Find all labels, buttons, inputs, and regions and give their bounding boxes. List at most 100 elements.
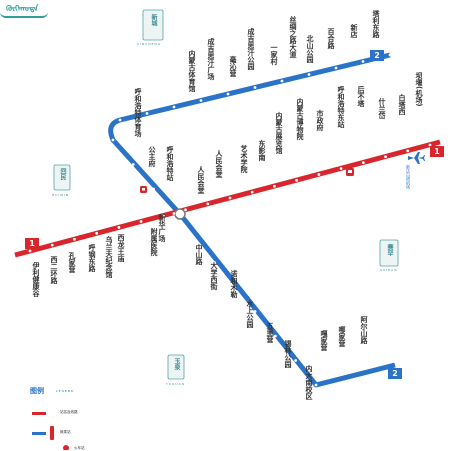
- tick-line2-a-3: [307, 73, 311, 76]
- station-line1-9: 艺术学院: [240, 145, 248, 173]
- district-label-yuquan: 玉泉: [173, 358, 180, 370]
- tick-line2-a-9: [145, 112, 149, 115]
- station-line2-11: 公主府: [148, 146, 156, 167]
- tick-line2-b-2: [152, 187, 156, 191]
- tick-line1-2: [73, 237, 76, 241]
- station-line1-13: 市政府: [316, 110, 324, 131]
- tick-line1-11: [273, 184, 276, 188]
- tick-line1-18: [428, 143, 432, 147]
- district-en-huimin: HUIMIN: [52, 193, 70, 197]
- district-en-xincheng: XINCHENG: [137, 42, 161, 46]
- station-line2-19: 五里营: [266, 322, 274, 343]
- tick-line1-12: [295, 178, 299, 182]
- tick-line1-14: [339, 167, 343, 170]
- top-decoration: [0, 12, 48, 18]
- station-line1-0: 伊利健康谷: [32, 262, 40, 297]
- station-line2-20: 锡林公园: [284, 340, 292, 368]
- tick-line1-4: [117, 226, 121, 229]
- station-line2-12: 呼和浩特站: [166, 146, 174, 181]
- tick-line1-9: [228, 196, 232, 200]
- station-line1-16: 什兰岱: [378, 98, 386, 119]
- station-line2-9: 内蒙古体育馆: [188, 50, 196, 92]
- tick-line1-15: [361, 161, 365, 165]
- station-line1-1: 西二环路: [50, 256, 58, 284]
- tick-line1-7: [184, 208, 187, 212]
- station-line2-13: 人民会堂: [197, 166, 205, 194]
- district-en-saihan: SAIHAN: [380, 268, 398, 272]
- district-label-xincheng: 新城: [150, 14, 157, 26]
- district-label-huimin: 回民: [59, 168, 66, 180]
- station-line2-17: 诺和木勒: [230, 270, 238, 298]
- tick-line2-a-10: [118, 118, 122, 122]
- station-line2-0: 塔利东路: [372, 10, 380, 38]
- tick-line1-0: [28, 249, 32, 253]
- station-line2-3: 北山公园: [306, 35, 314, 63]
- district-block-saihan: [379, 239, 399, 267]
- district-en-yuquan: YUQUAN: [166, 382, 185, 386]
- tick-line2-b-3: [172, 212, 176, 215]
- tick-line2-b-10: [314, 383, 318, 387]
- station-line1-3: 呼钢东路: [88, 244, 96, 272]
- station-line1-8: 人民会堂: [215, 150, 223, 178]
- line1-track: [14, 139, 441, 258]
- legend-item-2: 火车站: [74, 446, 85, 450]
- tick-line1-3: [95, 231, 99, 235]
- district-block-xincheng: [142, 9, 164, 41]
- station-line1-18: 坝堰(机场): [415, 72, 423, 107]
- tick-line2-a-2: [334, 66, 338, 70]
- station-extra-0: 阿尔山路: [360, 316, 368, 344]
- tick-line2-b-1: [131, 163, 135, 166]
- district-blocks: [53, 9, 399, 380]
- station-line2-6: 成吉思汗公园: [247, 28, 255, 70]
- station-line1-2: 孔家营: [68, 252, 76, 273]
- tick-line1-13: [317, 173, 321, 176]
- station-line2-10: 呼和浩特体育场: [134, 88, 142, 137]
- tick-line2-b-5: [213, 261, 216, 264]
- station-line1-5: 西龙王庙: [117, 234, 125, 262]
- station-line2-1: 新店: [350, 24, 358, 38]
- tick-line1-17: [406, 149, 410, 153]
- train-station-icon-2: [140, 186, 147, 193]
- line1-badge-west: 1: [25, 238, 39, 249]
- tick-line1-1: [50, 243, 54, 247]
- legend-swatches: [32, 412, 69, 450]
- line2-badge-north: 2: [370, 50, 384, 61]
- station-line2-16: 大学西街: [210, 262, 218, 290]
- tick-line2-a-4: [280, 79, 284, 83]
- tick-line2-a-0: [388, 53, 392, 57]
- station-ticks: [28, 53, 432, 387]
- station-line2-2: 百合路: [327, 28, 335, 49]
- station-extra-1: 哪家营: [338, 326, 346, 347]
- station-line2-14: 新华广场: [158, 214, 166, 242]
- tick-line1-8: [206, 202, 210, 206]
- tick-line2-a-1: [361, 60, 365, 63]
- tick-line2-b-0: [111, 138, 115, 142]
- tick-line2-b-9: [294, 359, 298, 362]
- station-line2-8: 毫沁营: [229, 56, 237, 77]
- station-line1-12: 内蒙古博物院: [296, 98, 304, 140]
- station-line1-4: 乌兰夫纪念馆: [105, 236, 113, 278]
- station-line2-4: 丝绸之路大道: [289, 16, 297, 58]
- tick-line1-5: [139, 220, 143, 223]
- station-line1-11: 内蒙古展览馆: [275, 112, 283, 154]
- station-line1-6: 附属医院: [150, 228, 158, 256]
- legend-item-1: 换乘站: [60, 430, 71, 434]
- tick-line2-b-6: [233, 285, 237, 289]
- station-line1-10: 东影南: [258, 140, 266, 161]
- district-label-saihan: 赛罕: [386, 244, 393, 256]
- tick-line2-a-7: [199, 99, 203, 102]
- tick-line2-a-5: [253, 86, 257, 89]
- tick-line2-b-7: [253, 310, 257, 313]
- station-line1-17: 白塔西: [398, 94, 406, 115]
- tick-line1-10: [250, 190, 254, 194]
- legend-title: 图例: [30, 387, 44, 395]
- station-line2-7: 成吉思汗广场: [207, 38, 215, 80]
- transfer-station-xinhua: [174, 208, 186, 220]
- district-block-yuquan: [167, 354, 185, 380]
- station-extra-2: 嘎家营: [320, 330, 328, 351]
- station-line2-5: 一家村: [270, 44, 278, 65]
- tick-line1-6: [161, 214, 165, 218]
- station-line2-21: 内大南校区: [305, 365, 313, 400]
- line1-badge-east: 1: [430, 146, 444, 157]
